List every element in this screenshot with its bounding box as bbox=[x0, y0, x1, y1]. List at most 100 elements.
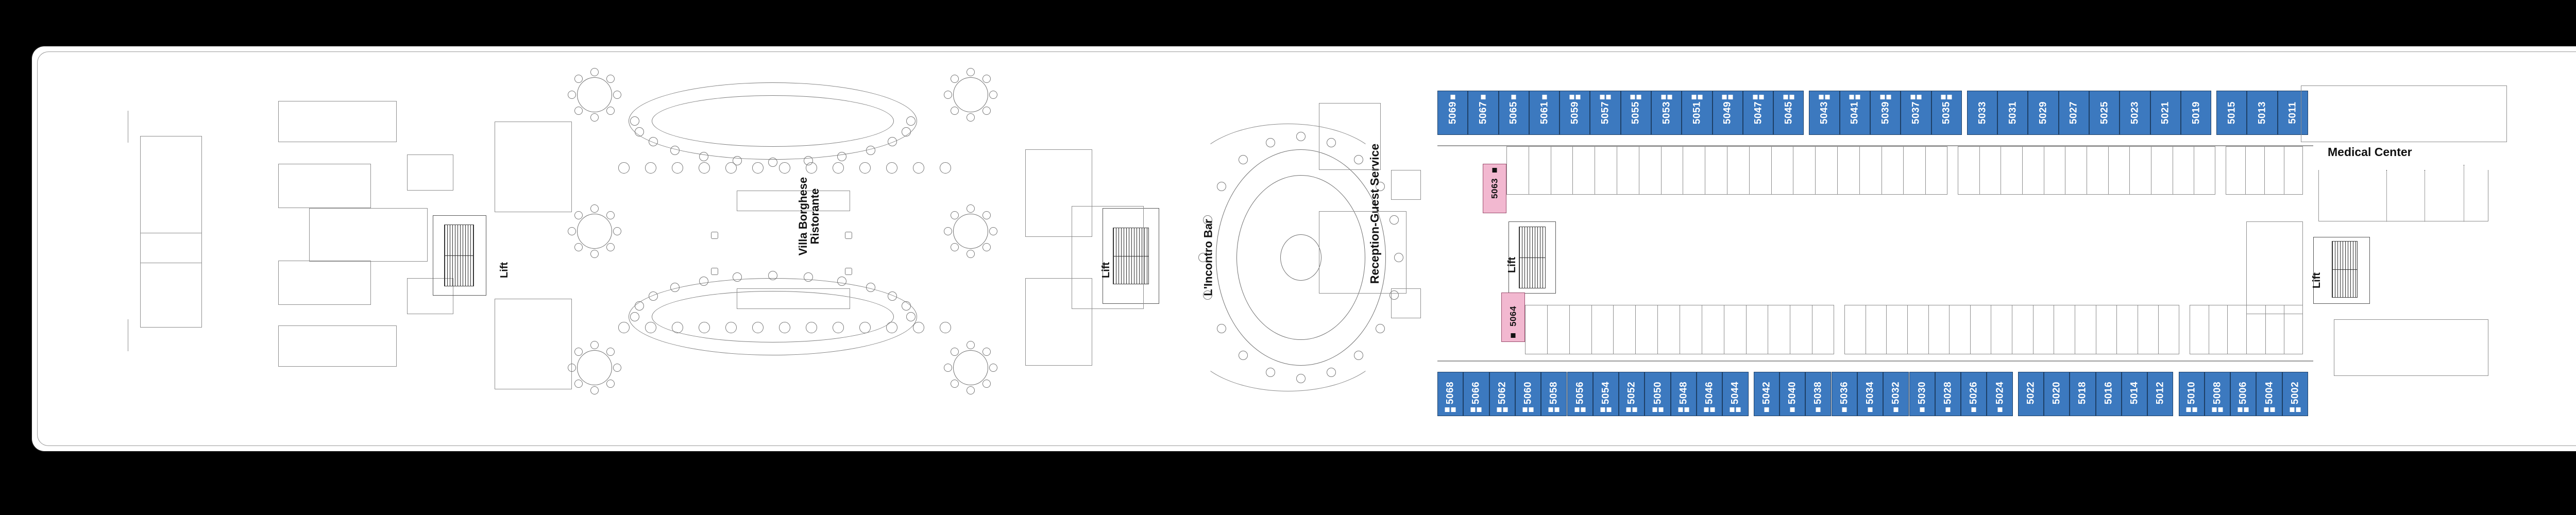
restaurant-chair bbox=[568, 227, 576, 235]
restaurant-small-table bbox=[886, 322, 897, 333]
cabin-window-group bbox=[1497, 407, 1508, 412]
aft-rib-block-lower bbox=[495, 299, 572, 389]
window-icon bbox=[1600, 95, 1605, 99]
cabin-5029[interactable]: 5029 bbox=[2028, 91, 2059, 135]
cabin-5002[interactable]: 5002 bbox=[2282, 372, 2308, 416]
cabin-5058[interactable]: 5058 bbox=[1541, 372, 1567, 416]
bar-stool bbox=[1266, 368, 1275, 377]
cabin-5059[interactable]: 5059 bbox=[1560, 91, 1590, 135]
cabin-5023[interactable]: 5023 bbox=[2120, 91, 2150, 135]
cabin-5022[interactable]: 5022 bbox=[2018, 372, 2044, 416]
cabin-5045[interactable]: 5045 bbox=[1773, 91, 1804, 135]
cabin-5067[interactable]: 5067 bbox=[1468, 91, 1499, 135]
window-icon bbox=[1997, 407, 2003, 412]
cabin-window-group bbox=[2238, 407, 2249, 412]
cabin-number: 5034 bbox=[1865, 382, 1876, 405]
cabin-5024[interactable]: 5024 bbox=[1987, 372, 2013, 416]
cabin-5038[interactable]: 5038 bbox=[1805, 372, 1832, 416]
cabin-5019[interactable]: 5019 bbox=[2180, 91, 2212, 135]
cabin-5014[interactable]: 5014 bbox=[2121, 372, 2148, 416]
cabin-5026[interactable]: 5026 bbox=[1961, 372, 1987, 416]
cabin-5066[interactable]: 5066 bbox=[1463, 372, 1489, 416]
cabin-5012[interactable]: 5012 bbox=[2147, 372, 2174, 416]
cabin-5052[interactable]: 5052 bbox=[1619, 372, 1645, 416]
cabin-5054[interactable]: 5054 bbox=[1592, 372, 1619, 416]
bar-banquette-upper bbox=[1190, 124, 1386, 227]
cabin-5065[interactable]: 5065 bbox=[1498, 91, 1529, 135]
cabin-5043[interactable]: 5043 bbox=[1809, 91, 1840, 135]
service-room-b bbox=[407, 278, 453, 314]
cabin-5047[interactable]: 5047 bbox=[1742, 91, 1774, 135]
cabin-5021[interactable]: 5021 bbox=[2150, 91, 2181, 135]
cabin-5004[interactable]: 5004 bbox=[2256, 372, 2282, 416]
cabin-5048[interactable]: 5048 bbox=[1670, 372, 1697, 416]
cabin-5060[interactable]: 5060 bbox=[1515, 372, 1541, 416]
cabin-number: 5024 bbox=[1994, 382, 2006, 405]
cabin-5006[interactable]: 5006 bbox=[2230, 372, 2257, 416]
cabin-5040[interactable]: 5040 bbox=[1779, 372, 1806, 416]
cabin-5037[interactable]: 5037 bbox=[1901, 91, 1931, 135]
restaurant-chair bbox=[606, 211, 615, 219]
cabin-number: 5010 bbox=[2186, 382, 2197, 405]
bar-lounge-block bbox=[1072, 206, 1144, 309]
cabin-5055[interactable]: 5055 bbox=[1620, 91, 1651, 135]
starboard-cabin-partition bbox=[1837, 146, 1838, 195]
accessible-cabin-5064[interactable]: 5064 bbox=[1501, 293, 1525, 342]
cabin-5028[interactable]: 5028 bbox=[1935, 372, 1961, 416]
cabin-5068[interactable]: 5068 bbox=[1437, 372, 1464, 416]
restaurant-chair bbox=[574, 75, 583, 83]
restaurant-seating-oval-inner bbox=[652, 291, 894, 342]
cabin-5062[interactable]: 5062 bbox=[1489, 372, 1515, 416]
cabin-5010[interactable]: 5010 bbox=[2178, 372, 2205, 416]
cabin-5057[interactable]: 5057 bbox=[1590, 91, 1621, 135]
restaurant-label-line-2: Ristorante bbox=[808, 188, 821, 245]
accessible-cabin-5063[interactable]: 5063 bbox=[1483, 164, 1506, 213]
cabin-number: 5033 bbox=[1977, 101, 1988, 125]
cabin-5027[interactable]: 5027 bbox=[2058, 91, 2089, 135]
cabin-5016[interactable]: 5016 bbox=[2095, 372, 2122, 416]
cabin-number: 5029 bbox=[2038, 101, 2049, 125]
cabin-5061[interactable]: 5061 bbox=[1529, 91, 1560, 135]
cabin-number: 5039 bbox=[1880, 101, 1891, 125]
cabin-5013[interactable]: 5013 bbox=[2247, 91, 2278, 135]
cabin-5069[interactable]: 5069 bbox=[1437, 91, 1468, 135]
cabin-5018[interactable]: 5018 bbox=[2070, 372, 2096, 416]
window-icon bbox=[1842, 407, 1847, 412]
cabin-5053[interactable]: 5053 bbox=[1651, 91, 1682, 135]
cabin-5049[interactable]: 5049 bbox=[1712, 91, 1743, 135]
port-cabin-partition bbox=[1657, 305, 1658, 354]
cabin-5031[interactable]: 5031 bbox=[1997, 91, 2028, 135]
cabin-5050[interactable]: 5050 bbox=[1645, 372, 1671, 416]
cabin-5033[interactable]: 5033 bbox=[1967, 91, 1998, 135]
cabin-5036[interactable]: 5036 bbox=[1831, 372, 1857, 416]
cabin-5042[interactable]: 5042 bbox=[1753, 372, 1780, 416]
restaurant-chair bbox=[951, 380, 959, 388]
cabin-5056[interactable]: 5056 bbox=[1567, 372, 1593, 416]
cabin-5030[interactable]: 5030 bbox=[1909, 372, 1935, 416]
cabin-5015[interactable]: 5015 bbox=[2216, 91, 2247, 135]
window-icon bbox=[1503, 407, 1508, 412]
cabin-number: 5062 bbox=[1497, 382, 1508, 405]
cabin-5020[interactable]: 5020 bbox=[2044, 372, 2070, 416]
cabin-5051[interactable]: 5051 bbox=[1682, 91, 1713, 135]
cabin-5034[interactable]: 5034 bbox=[1857, 372, 1884, 416]
bar-stool bbox=[1198, 253, 1208, 262]
midship-service-comb-lower bbox=[1025, 278, 1092, 366]
window-icon bbox=[1868, 407, 1873, 412]
cabin-5008[interactable]: 5008 bbox=[2204, 372, 2231, 416]
cabin-5025[interactable]: 5025 bbox=[2089, 91, 2120, 135]
restaurant-chair bbox=[902, 301, 911, 311]
cabin-5011[interactable]: 5011 bbox=[2277, 91, 2308, 135]
restaurant-chair bbox=[888, 137, 897, 146]
window-icon bbox=[1626, 407, 1631, 412]
cabin-5041[interactable]: 5041 bbox=[1839, 91, 1870, 135]
restaurant-chair bbox=[574, 348, 583, 356]
cabin-5046[interactable]: 5046 bbox=[1697, 372, 1723, 416]
restaurant-small-table bbox=[672, 162, 683, 174]
cabin-window-group bbox=[1661, 95, 1672, 99]
cabin-5035[interactable]: 5035 bbox=[1931, 91, 1962, 135]
cabin-5032[interactable]: 5032 bbox=[1883, 372, 1909, 416]
cabin-5039[interactable]: 5039 bbox=[1870, 91, 1901, 135]
cabin-5044[interactable]: 5044 bbox=[1722, 372, 1749, 416]
